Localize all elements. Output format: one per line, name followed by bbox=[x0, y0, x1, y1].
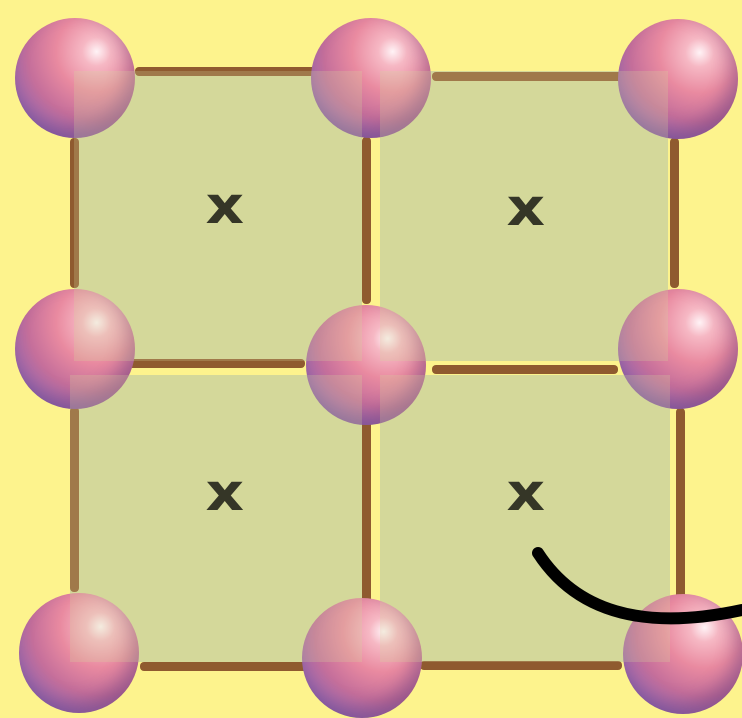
box-overlay-r1-c1 bbox=[380, 375, 670, 662]
box-overlay-r0-c0 bbox=[74, 71, 362, 361]
edge-h-r2-c0[interactable] bbox=[140, 662, 325, 671]
edge-h-r2-c1[interactable] bbox=[420, 661, 622, 670]
box-overlay-r0-c1 bbox=[380, 71, 668, 361]
box-overlay-r1-c0 bbox=[70, 375, 362, 662]
edge-v-r1-c2[interactable] bbox=[676, 408, 685, 600]
edge-v-r0-c1[interactable] bbox=[362, 137, 371, 304]
edge-v-r0-c2[interactable] bbox=[670, 138, 679, 288]
edge-h-r1-c1[interactable] bbox=[432, 365, 618, 374]
